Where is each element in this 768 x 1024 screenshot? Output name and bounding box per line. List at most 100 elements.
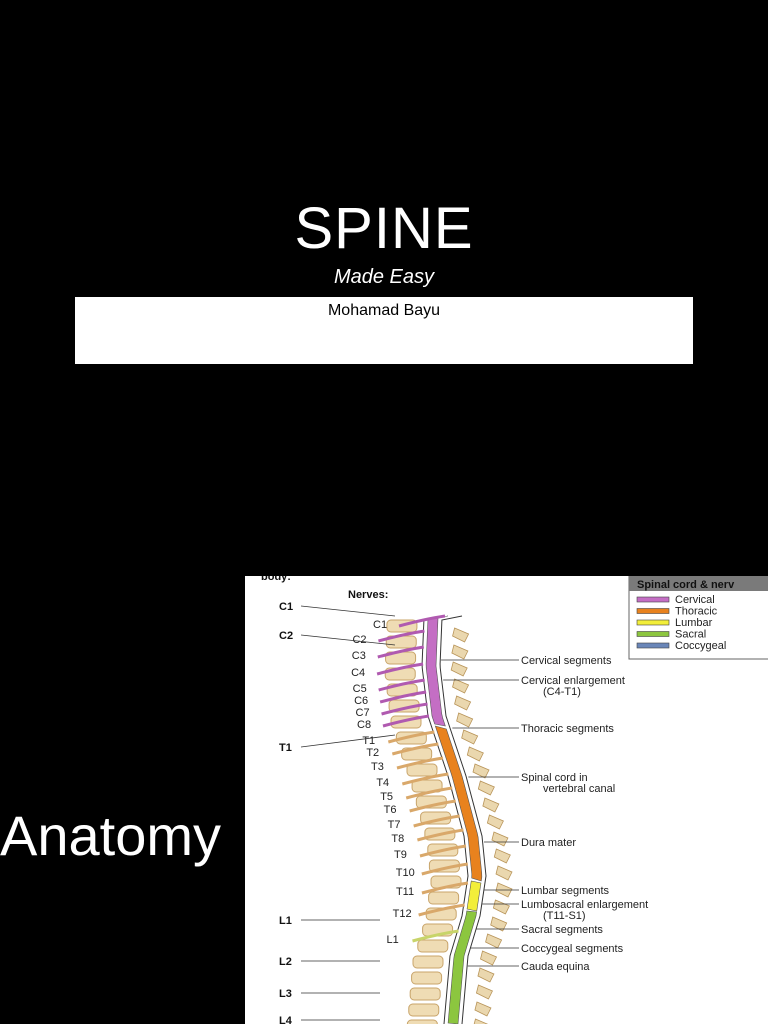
annotation-label: Sacral segments	[521, 924, 603, 936]
legend-label-lumbar: Lumbar	[675, 617, 713, 629]
cervical-cord	[425, 615, 449, 727]
author-box: Mohamad Bayu	[75, 297, 693, 364]
nerve-root-c2	[378, 629, 425, 643]
annotation-label: Cauda equina	[521, 961, 590, 973]
spinous-process	[486, 814, 504, 830]
nerve-root-t4	[401, 772, 449, 786]
nerve-label-t9: T9	[394, 849, 407, 861]
nerve-root-t10	[421, 862, 469, 876]
vertebra-label-l4: L4	[279, 1015, 293, 1024]
nerve-label-t6: T6	[384, 804, 397, 816]
vertebra-label-l1: L1	[279, 915, 292, 927]
spinous-process	[452, 627, 470, 643]
legend-swatch-lumbar	[636, 619, 670, 626]
spinous-process	[461, 729, 479, 745]
legend-swatch-cervical	[636, 596, 670, 603]
vertebra-leader	[300, 734, 396, 748]
spinous-process	[466, 746, 484, 762]
nerve-root-t9	[419, 844, 467, 858]
nerve-root-t11	[421, 881, 469, 895]
spine-diagram: C1C2C3C4C5C6C7C8T1T2T3T4T5T6T7T8T9T10T11…	[261, 576, 768, 1024]
nerve-root-t2	[391, 742, 439, 756]
nerve-label-c6: C6	[354, 695, 368, 707]
annotation-label: Spinal cord in	[521, 772, 588, 784]
nerve-label-c2: C2	[352, 634, 366, 646]
annotation-sublabel: (C4-T1)	[543, 686, 581, 698]
vertebra-segment	[406, 763, 438, 777]
annotation-label: Cervical enlargement	[521, 675, 625, 687]
nerve-label-c5: C5	[353, 683, 367, 695]
spinous-process	[492, 899, 510, 915]
legend-label-cervical: Cervical	[675, 594, 715, 606]
annotation-label: Dura mater	[521, 837, 576, 849]
vertebra-segment	[408, 1003, 440, 1017]
spinous-process	[452, 678, 470, 694]
legend-swatch-coccygeal	[636, 642, 670, 649]
spinous-process	[482, 797, 500, 813]
nerve-root-c1	[398, 614, 446, 628]
nerve-label-l1: L1	[387, 934, 399, 946]
nerve-root-t12	[418, 903, 465, 917]
nerve-root-c5	[378, 678, 425, 692]
spinous-process	[456, 712, 474, 728]
nerve-root-c6	[379, 690, 427, 704]
lumbar-cord	[466, 880, 482, 912]
section-heading: Anatomy	[0, 804, 221, 867]
nerves-header: Nerves:	[348, 589, 388, 601]
nerve-root-t6	[409, 799, 456, 813]
nerve-label-c1: C1	[373, 619, 387, 631]
legend-swatch-sacral	[636, 631, 670, 637]
nerve-label-t12: T12	[393, 908, 412, 920]
spinous-process	[450, 661, 468, 677]
nerve-label-c8: C8	[357, 719, 371, 731]
dura-right	[439, 615, 487, 1024]
sacral-cord	[447, 910, 477, 1024]
thoracic-cord	[434, 725, 483, 882]
nerve-root-t3	[396, 756, 444, 770]
nerve-label-t7: T7	[388, 819, 401, 831]
nerve-label-t10: T10	[396, 867, 415, 879]
nerve-root-c8	[382, 714, 430, 728]
vertebral-body-header: body:	[261, 576, 291, 583]
vertebra-label-l3: L3	[279, 988, 292, 1000]
nerve-root-t1	[387, 730, 435, 744]
spinous-process	[472, 763, 490, 779]
spinous-process	[490, 916, 508, 932]
nerve-label-t11: T11	[396, 886, 414, 898]
spinous-process	[473, 1018, 489, 1024]
vertebra-segment	[412, 955, 444, 969]
dura-left	[421, 615, 469, 1024]
legend-label-sacral: Sacral	[675, 629, 706, 641]
spinous-process	[495, 865, 513, 881]
vertebra-segment	[417, 939, 449, 953]
legend-swatch-thoracic	[636, 608, 670, 614]
spinous-process	[491, 831, 509, 847]
annotation-sublabel: vertebral canal	[543, 783, 615, 795]
nerve-root-c3	[377, 645, 425, 659]
annotation-label: Thoracic segments	[521, 723, 614, 735]
nerve-root-t5	[405, 786, 453, 800]
nerve-label-t4: T4	[376, 777, 389, 789]
nerve-label-t5: T5	[380, 791, 393, 803]
vertebra-label-c2: C2	[279, 630, 293, 642]
spinous-process	[493, 848, 511, 864]
nerve-label-t1: T1	[362, 735, 375, 747]
slide-title: SPINE	[294, 196, 474, 261]
nerve-root-l1	[412, 929, 459, 943]
vertebra-segment	[409, 987, 441, 1001]
vertebra-leader	[300, 634, 396, 646]
annotation-label: Cervical segments	[521, 655, 612, 667]
annotation-label: Lumbosacral enlargement	[521, 899, 648, 911]
legend-label-coccygeal: Coccygeal	[675, 640, 726, 652]
nerve-label-c4: C4	[351, 667, 365, 679]
annotation-label: Coccygeal segments	[521, 943, 624, 955]
slide-subtitle: Made Easy	[333, 266, 435, 288]
vertebra-segment	[428, 891, 460, 905]
spinous-process	[475, 984, 493, 1000]
spinous-process	[477, 967, 495, 983]
nerve-label-t3: T3	[371, 761, 384, 773]
nerve-label-t2: T2	[366, 747, 379, 759]
legend-label-thoracic: Thoracic	[675, 606, 718, 618]
spinous-process	[485, 933, 503, 949]
vertebra-segment	[406, 1019, 438, 1024]
